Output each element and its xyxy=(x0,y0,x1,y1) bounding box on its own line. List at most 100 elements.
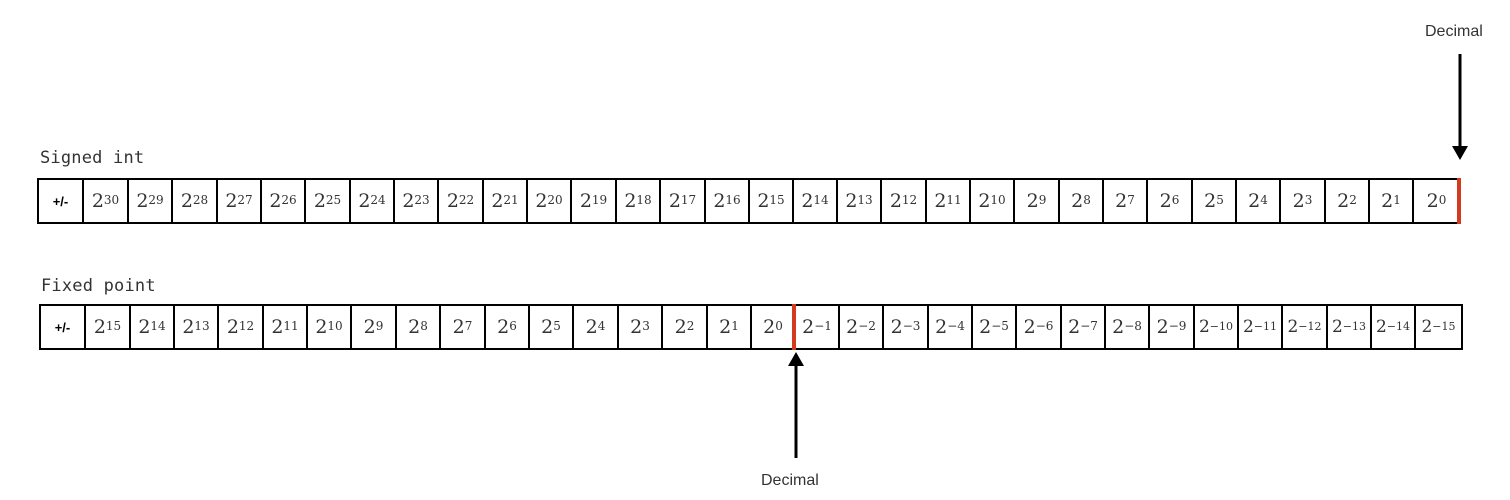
bit-base: 2 xyxy=(889,190,902,212)
bit-exponent: 25 xyxy=(325,193,342,207)
fixed-decimal-arrowhead xyxy=(788,352,804,366)
bit-exponent: 16 xyxy=(725,193,741,207)
bit-exponent: 8 xyxy=(1083,193,1091,207)
bit-exponent: 12 xyxy=(901,193,918,207)
fixed-bit-cell: 2−6 xyxy=(1015,306,1060,348)
fixed-bit-cell: 2−13 xyxy=(1326,306,1370,348)
bit-base: 2 xyxy=(402,190,415,212)
bit-exponent: 4 xyxy=(1260,193,1268,207)
bit-base: 2 xyxy=(269,190,282,212)
bit-base: 2 xyxy=(934,190,947,212)
bit-base: 2 xyxy=(1026,190,1039,212)
bit-base: 2 xyxy=(1156,316,1169,338)
fixed-bit-cell: 2−3 xyxy=(882,306,927,348)
bit-exponent: −12 xyxy=(1298,319,1322,333)
bit-base: 2 xyxy=(979,316,992,338)
bit-exponent: 12 xyxy=(238,319,255,333)
bit-exponent: 2 xyxy=(686,319,695,333)
bit-exponent: −10 xyxy=(1209,319,1234,333)
bit-exponent: 0 xyxy=(775,319,783,333)
bit-base: 2 xyxy=(180,190,193,212)
bit-exponent: 29 xyxy=(148,193,164,207)
bit-exponent: 18 xyxy=(636,193,652,207)
bit-base: 2 xyxy=(801,190,814,212)
bit-exponent: 7 xyxy=(1127,193,1135,207)
bit-exponent: 14 xyxy=(813,193,829,207)
fixed-bit-cell: 2−2 xyxy=(838,306,882,348)
bit-base: 2 xyxy=(452,316,465,338)
bit-exponent: 23 xyxy=(414,193,430,207)
signed-decimal-arrowhead xyxy=(1452,146,1468,160)
signed-decimal-label: Decimal xyxy=(1425,23,1483,40)
bit-base: 2 xyxy=(845,190,858,212)
bit-base: 2 xyxy=(358,190,371,212)
bit-base: 2 xyxy=(1421,317,1433,337)
bit-base: 2 xyxy=(630,316,643,338)
bit-exponent: 13 xyxy=(857,193,873,207)
bit-base: 2 xyxy=(136,190,149,212)
bit-exponent: 3 xyxy=(1304,193,1313,207)
bit-base: 2 xyxy=(668,190,681,212)
signed-decimal-marker xyxy=(1457,178,1461,224)
fixed-sign-bit-cell: +/- xyxy=(54,319,71,335)
bit-exponent: 27 xyxy=(237,193,253,207)
bit-exponent: 8 xyxy=(420,319,428,333)
bit-base: 2 xyxy=(1198,317,1210,337)
fixed-bit-cell: 2−10 xyxy=(1193,306,1237,348)
fixed-bit-cell: 2−5 xyxy=(971,306,1015,348)
bit-base: 2 xyxy=(674,316,687,338)
bit-base: 2 xyxy=(1071,190,1084,212)
bit-base: 2 xyxy=(1204,190,1217,212)
bit-exponent: 13 xyxy=(194,319,210,333)
fixed-decimal-marker xyxy=(792,304,796,350)
bit-base: 2 xyxy=(1112,316,1125,338)
bit-exponent: 1 xyxy=(1393,193,1401,207)
fixed-bit-cell: 2−1 xyxy=(794,306,838,348)
bit-base: 2 xyxy=(757,190,770,212)
bit-exponent: 4 xyxy=(597,319,606,333)
bit-base: 2 xyxy=(846,316,859,338)
bit-base: 2 xyxy=(1292,190,1305,212)
bit-base: 2 xyxy=(1248,190,1261,212)
fixed-bit-cell: 2−8 xyxy=(1104,306,1148,348)
bit-base: 2 xyxy=(182,316,195,338)
fixed-bit-cell: 2−11 xyxy=(1237,306,1281,348)
bit-exponent: −13 xyxy=(1342,319,1367,333)
bit-base: 2 xyxy=(1159,190,1172,212)
bit-exponent: 6 xyxy=(509,319,517,333)
bit-exponent: −15 xyxy=(1432,319,1456,333)
bit-base: 2 xyxy=(763,316,776,338)
bit-base: 2 xyxy=(541,316,554,338)
bit-base: 2 xyxy=(497,316,510,338)
fixed-bit-cell: 2−14 xyxy=(1370,306,1414,348)
